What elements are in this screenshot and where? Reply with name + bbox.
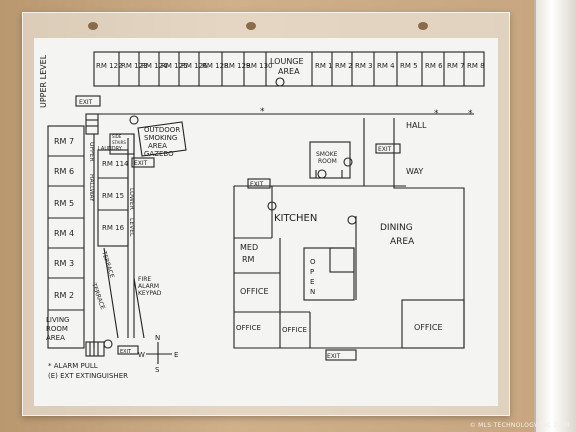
legend-extinguisher: (E) EXT EXTINGUISHER [48,372,128,380]
kitchen-label: KITCHEN [274,213,317,224]
room-label-5: RM 5 [400,62,418,70]
watermark-text: © MLS TECHNOLOGY INC 2024 [469,422,570,429]
compass-n: N [155,334,160,342]
left-room-label-2: RM 2 [54,291,74,300]
upper-level-label: UPPER LEVEL [39,54,48,108]
left-room-label-5: RM 5 [54,199,74,208]
office-label-3: OFFICE [282,326,307,334]
left-room-label-6: RM 6 [54,167,74,176]
med-room-label: MED [240,243,258,252]
room-label-3: RM 3 [355,62,373,70]
fire-alarm-label-2: ALARM [138,283,159,290]
smoking-gazebo-area [137,121,187,157]
floor-plan-sheet: RM 122 RM 123 RM 124 RM 125 RM 126 RM 12… [34,38,498,406]
left-room-label-7: RM 7 [54,137,74,146]
floor-plan-drawing: RM 122 RM 123 RM 124 RM 125 RM 126 RM 12… [39,51,485,380]
office-label-4: OFFICE [414,323,443,332]
room-label-122: RM 122 [96,62,123,70]
room-label-7: RM 7 [447,62,465,70]
smoking-area-label-2: SMOKING [144,134,177,142]
left-room-column [47,113,99,349]
alarm-pull-icon: * [434,109,439,119]
room-label-130: RM 130 [246,62,273,70]
terrace-label: TERRACE [100,250,116,279]
open-label-p: P [310,268,314,276]
office-label-1: OFFICE [240,287,269,296]
hallway-label: HALL [406,121,427,130]
compass-e: E [174,351,178,359]
main-building-outline [233,118,465,361]
smoking-area-label-4: GAZEBO [144,150,174,158]
punch-hole [246,22,256,30]
smoking-area-label-3: AREA [148,142,167,150]
dining-label: DINING [380,223,413,233]
exit-label-6: EXIT [120,349,132,355]
smoking-area-label: OUTDOOR [144,126,180,134]
open-label-o: O [310,258,316,266]
exit-label-1: EXIT [79,99,93,106]
room-label-114: RM 114 [102,160,129,168]
room-label-123: RM 123 [121,62,148,70]
exit-label-5: EXIT [327,353,341,360]
compass-s: S [155,366,160,374]
room-label-128: RM 128 [202,62,229,70]
room-label-124: RM 124 [141,62,168,70]
terrace-label-2: TERRACE [90,281,106,310]
lower-level-label-2: LEVEL [128,218,135,237]
dining-label-2: AREA [390,237,415,247]
room-label-126: RM 126 [181,62,208,70]
alarm-pull-icon: * [468,109,473,119]
compass-w: W [138,351,145,359]
left-room-label-4: RM 4 [54,229,74,238]
lower-level-label: LOWER [128,188,135,210]
living-room-label-2: ROOM [46,325,68,333]
exit-label-3: EXIT [250,181,264,188]
legend-alarm-pull: * ALARM PULL [48,362,98,370]
smoke-room-label-2: ROOM [318,158,337,165]
hallway-label-2: WAY [406,167,423,176]
fire-alarm-label-3: KEYPAD [138,290,162,297]
room-label-125: RM 125 [161,62,188,70]
compass-rose: N S E W [138,334,178,374]
room-label-4: RM 4 [377,62,395,70]
living-room-label: LIVING [46,316,69,324]
door-trim [534,0,576,432]
exit-label-2: EXIT [134,160,148,167]
punch-hole [418,22,428,30]
alarm-pull-icon: * [260,107,265,117]
punch-hole [88,22,98,30]
room-label-15: RM 15 [102,192,124,200]
room-label-8: RM 8 [467,62,485,70]
room-label-1: RM 1 [315,62,333,70]
lounge-label-2: AREA [278,67,300,76]
lounge-label: LOUNGE [270,57,304,66]
med-room-label-2: RM [242,255,255,264]
room-label-6: RM 6 [425,62,443,70]
office-label-2: OFFICE [236,324,261,332]
room-label-129: RM 129 [224,62,251,70]
smoke-room-label: SMOKE [316,151,338,158]
upper-hallway-label: UPPER [88,142,95,162]
room-label-2: RM 2 [335,62,353,70]
open-label-e: E [310,278,314,286]
side-stair-label-2: STAIRS [112,140,126,145]
side-stair-label: SIDE [112,134,122,139]
laundry-label: LAUNDRY [98,146,123,152]
upper-hallway-label-2: HALLWAY [88,174,95,202]
fire-alarm-label: FIRE [138,276,151,283]
room-label-16: RM 16 [102,224,125,232]
left-room-label-3: RM 3 [54,259,74,268]
exit-label-4: EXIT [378,146,392,153]
top-room-row [93,51,485,115]
open-label-n: N [310,288,315,296]
living-room-label-3: AREA [46,334,65,342]
middle-room-column [85,133,145,357]
